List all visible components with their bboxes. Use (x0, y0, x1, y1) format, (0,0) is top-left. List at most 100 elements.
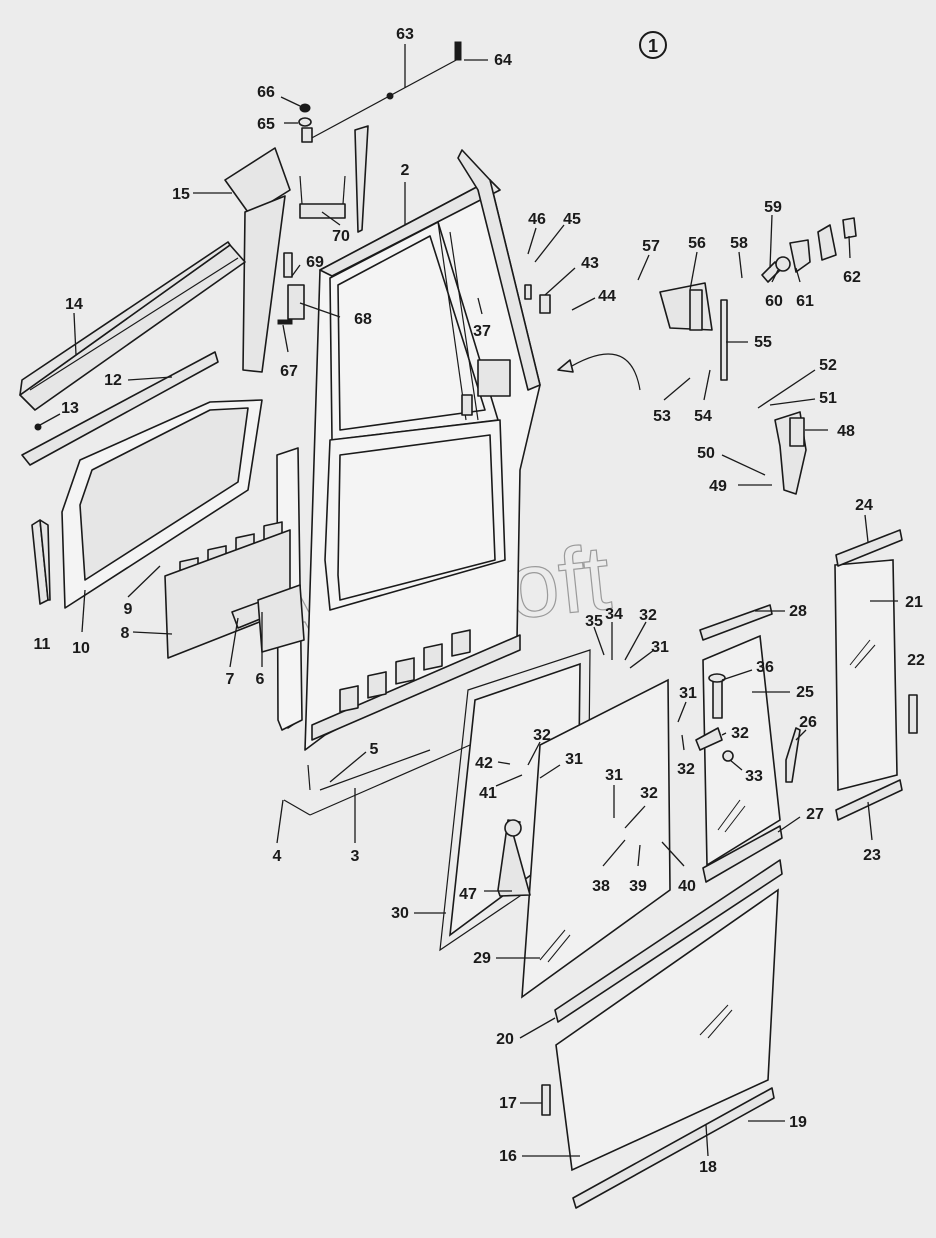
sill-rail-18 (572, 1087, 775, 1209)
hinge-rod (298, 41, 462, 143)
lock-60-62 (761, 239, 811, 283)
callout-58: 57 (642, 238, 660, 255)
callout-4: 4 (273, 848, 282, 865)
rod-56 (720, 299, 728, 381)
callout-63: 62 (843, 269, 861, 286)
callout-22: 22 (907, 652, 925, 669)
callout-55: 54 (694, 408, 712, 425)
screw (34, 423, 42, 431)
callout-71: 70 (332, 228, 350, 245)
callout-25: 25 (796, 684, 814, 701)
upper-rail-28 (699, 604, 773, 641)
callout-17: 17 (499, 1095, 517, 1112)
callout-20: 20 (496, 1031, 514, 1048)
rail-24 (835, 529, 903, 567)
callout-10: 10 (72, 640, 90, 657)
callout-70: 69 (306, 254, 324, 271)
callout-54: 53 (653, 408, 671, 425)
bracket-46 (524, 284, 532, 300)
callout-49: 48 (837, 423, 855, 440)
rail-23 (835, 779, 903, 821)
callout-62: 61 (796, 293, 814, 310)
callout-32a: 32 (639, 607, 657, 624)
check-strap (557, 353, 641, 391)
callout-43: 42 (475, 755, 493, 772)
callout-46: 45 (563, 211, 581, 228)
glass-hatch-21 (849, 639, 876, 669)
sill-strips (283, 744, 471, 816)
hinge-bracket (299, 175, 346, 219)
panel-bracket-2 (257, 584, 305, 653)
callout-26: 26 (799, 714, 817, 731)
callout-35: 34 (605, 606, 623, 623)
callout-59: 58 (730, 235, 748, 252)
callout-34: 33 (745, 768, 763, 785)
window-glass-16 (555, 888, 779, 1172)
plate-63 (817, 224, 837, 261)
callout-51: 50 (697, 445, 715, 462)
callout-32c: 32 (533, 727, 551, 744)
callout-labels: 2 3 4 5 6 7 8 9 10 11 12 13 14 15 16 17 … (34, 26, 925, 1176)
callout-5: 5 (370, 741, 379, 758)
window-glass-29 (521, 678, 671, 999)
latch-26 (785, 727, 801, 783)
callout-50: 49 (709, 478, 727, 495)
pillar-trim (224, 147, 291, 373)
sheet-number: 1 (648, 36, 658, 56)
callout-31b: 31 (679, 685, 697, 702)
callout-41: 40 (678, 878, 696, 895)
callout-44: 43 (581, 255, 599, 272)
callout-68: 67 (280, 363, 298, 380)
callout-36: 35 (585, 613, 603, 630)
regulator-arm (497, 819, 531, 897)
callout-57: 56 (688, 235, 706, 252)
callout-38: 37 (473, 323, 491, 340)
callout-14: 14 (65, 296, 83, 313)
callout-52: 51 (819, 390, 837, 407)
callout-13: 13 (61, 400, 79, 417)
callout-66: 65 (257, 116, 275, 133)
lower-rail-27 (702, 825, 783, 883)
callout-19: 19 (789, 1114, 807, 1131)
latch-hardware (695, 673, 734, 762)
callout-67: 66 (257, 84, 275, 101)
lower-side-panel (61, 399, 263, 609)
bracket-44 (539, 294, 551, 314)
door-frame (276, 149, 541, 751)
callout-37: 36 (756, 659, 774, 676)
callout-15: 15 (172, 186, 190, 203)
callout-42: 41 (479, 785, 497, 802)
callout-27: 27 (806, 806, 824, 823)
callout-65: 64 (494, 52, 512, 69)
callout-60: 59 (764, 199, 782, 216)
stop-17 (541, 1084, 551, 1116)
glass-hatch-29 (539, 929, 571, 963)
callout-48: 47 (459, 886, 477, 903)
callout-33: 32 (731, 725, 749, 742)
callout-12: 12 (104, 372, 122, 389)
glass-hatch-16 (699, 1004, 733, 1039)
callout-21: 21 (905, 594, 923, 611)
callout-29: 29 (473, 950, 491, 967)
callout-24: 24 (855, 497, 873, 514)
glass-hatch-25 (717, 799, 746, 833)
sheet-marker: 1 (639, 31, 667, 59)
rear-glass-21 (834, 559, 898, 792)
handle-49 (774, 411, 807, 495)
callout-2: 2 (401, 162, 410, 179)
callout-23: 23 (863, 847, 881, 864)
callout-30: 30 (391, 905, 409, 922)
callout-8: 8 (121, 625, 130, 642)
callout-61: 60 (765, 293, 783, 310)
callout-31d: 31 (605, 767, 623, 784)
callout-56: 55 (754, 334, 772, 351)
callout-7: 7 (226, 671, 235, 688)
callout-64: 63 (396, 26, 414, 43)
callout-18: 18 (699, 1159, 717, 1176)
callout-39: 38 (592, 878, 610, 895)
clip-63 (842, 217, 857, 239)
sill-rail-20 (554, 859, 783, 1023)
callout-6: 6 (256, 671, 265, 688)
